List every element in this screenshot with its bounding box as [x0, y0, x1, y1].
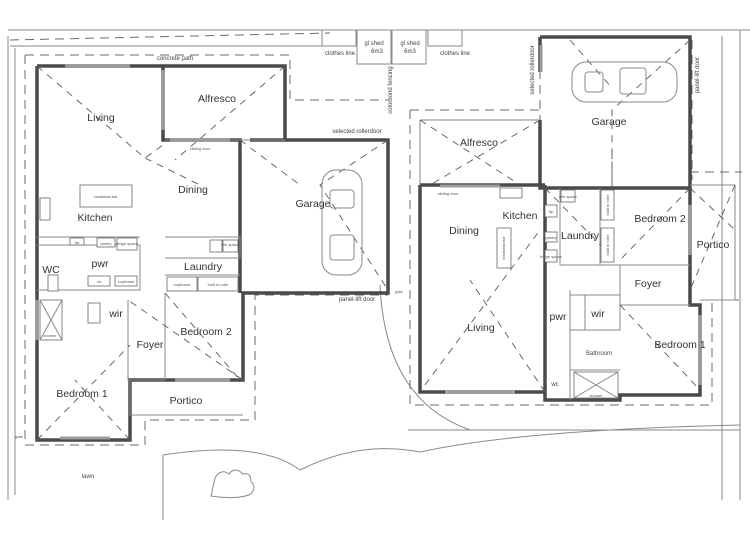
- left-alfresco-label: Alfresco: [198, 93, 236, 105]
- left-portico-label: Portico: [170, 395, 203, 407]
- right-built-in-robe-label: built in robe: [605, 194, 610, 215]
- mid-gate-label: gate: [395, 289, 404, 294]
- left-sliding-door-label: sliding door: [190, 146, 211, 151]
- right-living-label: Living: [467, 322, 495, 334]
- left-cupboard-pwr-label: cupboard: [118, 279, 135, 284]
- left-kitchen-label: Kitchen: [77, 212, 112, 224]
- clothes-line-left: clothes line: [325, 51, 356, 57]
- left-pantry-label: pantry: [100, 241, 111, 246]
- left-dining-label: Dining: [178, 184, 208, 196]
- right-foyer-label: Foyer: [635, 278, 662, 290]
- left-living-label: Living: [87, 112, 115, 124]
- right-garage-label: Garage: [591, 116, 626, 128]
- unit-left: concrete path selected rollerdoor panel-…: [15, 54, 390, 480]
- left-wc-label: WC: [42, 264, 60, 276]
- left-rollerdoor-label: selected rollerdoor: [332, 129, 381, 135]
- right-wir-label: wir: [590, 308, 605, 320]
- left-built-in-robe-label: built in robe: [208, 282, 229, 287]
- right-wm-space-label: wm space: [559, 194, 578, 199]
- left-foyer-label: Foyer: [137, 339, 164, 351]
- car-icon: [321, 169, 363, 276]
- right-built-in-robe2-label: built in robe: [605, 234, 610, 255]
- left-bedroom1-label: Bedroom 1: [56, 388, 108, 400]
- left-fridge-space-label: fridge space: [116, 241, 139, 246]
- right-laundry-label: Laundry: [561, 230, 600, 242]
- shed-right-size: 6m3: [404, 49, 416, 55]
- breakfast-bar-right: [496, 227, 512, 269]
- right-shower-label: shower: [590, 393, 604, 398]
- site-boundary: [7, 29, 750, 520]
- colorbond-fencing-label: colorbond fencing: [388, 66, 394, 113]
- shed-right-label: gl shed: [400, 41, 419, 47]
- right-kitchen-label: Kitchen: [502, 210, 537, 222]
- right-wc-label: wc: [550, 382, 558, 388]
- left-vb-label: vb: [97, 279, 102, 284]
- lawn-label: lawn: [82, 474, 94, 480]
- right-alfresco-label: Alfresco: [460, 137, 498, 149]
- right-fridge-space-label: fridge space: [540, 254, 563, 259]
- clothes-line-right: clothes line: [440, 51, 471, 57]
- right-portico-label: Portico: [697, 239, 730, 251]
- shed-left-size: 6m3: [371, 49, 383, 55]
- right-sliding-door-label: sliding door: [438, 191, 459, 196]
- left-panel-lift-door-label: panel-lift door: [339, 297, 375, 303]
- car-icon: [571, 61, 678, 103]
- left-gate-label: gate: [15, 434, 24, 439]
- right-bedroom2-label: Bedroom 2: [634, 213, 686, 225]
- left-garage-label: Garage: [295, 198, 330, 210]
- left-breakfast-bar-label: breakfast bar: [94, 194, 118, 199]
- left-cupboard-label: cupboard: [174, 282, 191, 287]
- right-pwr-label: pwr: [550, 311, 567, 323]
- left-bedroom2-label: Bedroom 2: [180, 326, 232, 338]
- left-wm-space-label: wm space: [221, 242, 240, 247]
- concrete-path-label: concrete path: [157, 56, 193, 62]
- shed-left-label: gl shed: [364, 41, 383, 47]
- left-laundry-label: Laundry: [184, 261, 223, 273]
- right-bedroom1-label: Bedroom 1: [654, 339, 706, 351]
- right-breakfast-bar-label: breakfast bar: [501, 236, 506, 260]
- right-panel-lift-door-label: panel-lift door: [695, 57, 701, 93]
- unit-right: selected rollerdoor panel-lift door slid…: [395, 35, 742, 406]
- sheds: gl shed 6m3 gl shed 6m3 clothes line clo…: [321, 29, 471, 114]
- right-bathroom-label: Bathroom: [586, 351, 612, 357]
- right-dining-label: Dining: [449, 225, 479, 237]
- right-pantry-label: pantry: [545, 235, 556, 240]
- right-frp-label: frp: [549, 209, 554, 214]
- right-rollerdoor-label: selected rollerdoor: [530, 45, 536, 94]
- left-pwr-label: pwr: [92, 258, 109, 270]
- left-shower-label: shower: [44, 333, 58, 338]
- left-wir-label: wir: [108, 308, 123, 320]
- breakfast-bar-left: [79, 184, 133, 208]
- left-frp-label: frp: [75, 240, 80, 245]
